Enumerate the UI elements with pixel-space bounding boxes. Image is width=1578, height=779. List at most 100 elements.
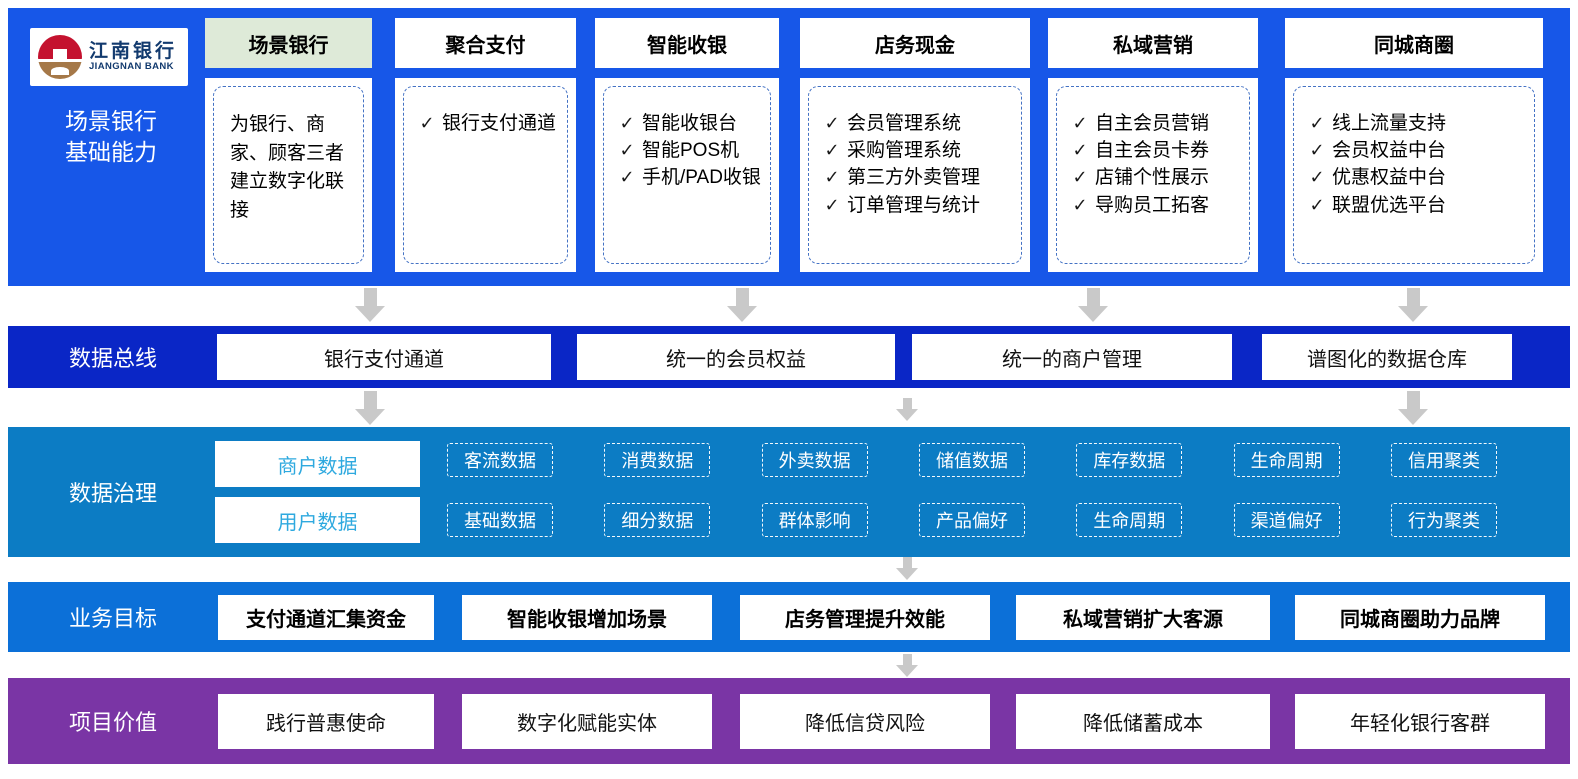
down-arrow-icon <box>355 288 385 322</box>
feature-item-label: 店铺个性展示 <box>1095 167 1210 189</box>
feature-item: ✓ 智能收银台 <box>612 111 764 137</box>
data-bus-box: 银行支付通道 <box>217 334 551 380</box>
down-arrow-icon <box>896 654 918 677</box>
business-goals-band: 业务目标 支付通道汇集资金智能收银增加场景店务管理提升效能私域营销扩大客源同城商… <box>8 582 1570 652</box>
bank-logo-text: 江南银行 JIANGNAN BANK <box>89 42 177 72</box>
business-goal-box: 智能收银增加场景 <box>462 595 712 640</box>
feature-item: ✓ 会员权益中台 <box>1302 138 1528 164</box>
down-arrow-icon <box>355 391 385 425</box>
data-bus-box: 谱图化的数据仓库 <box>1262 334 1512 380</box>
check-icon: ✓ <box>824 194 840 215</box>
capability-label-line1: 场景银行 <box>65 108 157 134</box>
capability-column-3: 智能收银✓智能收银台✓智能POS机✓手机/PAD收银 <box>595 8 779 286</box>
data-tag: 渠道偏好 <box>1233 503 1340 537</box>
down-arrow-icon <box>896 557 918 580</box>
check-icon: ✓ <box>824 167 840 188</box>
data-tag: 生命周期 <box>1233 443 1340 477</box>
bank-emblem-icon <box>38 35 82 79</box>
check-icon: ✓ <box>824 140 840 161</box>
down-arrow-icon <box>1078 288 1108 322</box>
bank-name-en: JIANGNAN BANK <box>89 60 174 72</box>
data-tag: 群体影响 <box>761 503 868 537</box>
feature-item-label: 智能收银台 <box>642 113 738 134</box>
data-tag: 产品偏好 <box>918 503 1025 537</box>
data-tag: 行为聚类 <box>1390 503 1497 537</box>
feature-item-label: 智能POS机 <box>642 140 740 162</box>
check-icon: ✓ <box>1072 113 1088 133</box>
check-icon: ✓ <box>1309 194 1325 215</box>
feature-item-label: 订单管理与统计 <box>847 194 981 216</box>
feature-item-label: 采购管理系统 <box>847 140 962 162</box>
project-value-band: 项目价值 践行普惠使命数字化赋能实体降低信贷风险降低储蓄成本年轻化银行客群 <box>8 678 1570 764</box>
column-header: 场景银行 <box>205 18 372 68</box>
data-group-title: 商户数据 <box>215 441 420 487</box>
project-value-box: 践行普惠使命 <box>218 694 434 749</box>
business-goal-box: 支付通道汇集资金 <box>218 595 434 640</box>
feature-item-label: 银行支付通道 <box>442 113 557 134</box>
capability-section-label: 场景银行 基础能力 <box>28 106 194 168</box>
feature-item: ✓ 自主会员营销 <box>1065 111 1243 137</box>
data-governance-label: 数据治理 <box>68 481 157 506</box>
data-tag: 储值数据 <box>918 443 1025 477</box>
data-tag: 生命周期 <box>1076 503 1183 537</box>
capability-label-line2: 基础能力 <box>65 139 157 166</box>
column-panel: ✓智能收银台✓智能POS机✓手机/PAD收银 <box>595 78 779 272</box>
data-tag-row: 客流数据消费数据外卖数据储值数据库存数据生命周期信用聚类 <box>447 443 1497 477</box>
business-goal-box: 店务管理提升效能 <box>740 595 990 640</box>
feature-item: ✓ 采购管理系统 <box>817 138 1015 164</box>
feature-item: ✓银行支付通道 <box>412 111 561 137</box>
feature-item-label: 会员权益中台 <box>1332 140 1447 162</box>
column-feature-box: ✓ 会员管理系统 ✓ 采购管理系统 ✓ 第三方外卖管理 ✓ 订单管理与统计 <box>808 86 1022 264</box>
column-header: 智能收银 <box>595 18 779 68</box>
column-panel: ✓银行支付通道 <box>395 78 576 272</box>
column-header: 同城商圈 <box>1285 18 1543 68</box>
feature-item-label: 优惠权益中台 <box>1332 167 1447 189</box>
project-value-label: 项目价值 <box>68 710 157 735</box>
column-feature-box: ✓智能收银台✓智能POS机✓手机/PAD收银 <box>603 86 771 264</box>
feature-item-label: 自主会员营销 <box>1095 113 1210 134</box>
check-icon: ✓ <box>824 113 840 133</box>
capability-band: 江南银行 JIANGNAN BANK 场景银行 基础能力 场景银行为银行、商家、… <box>8 8 1570 286</box>
data-bus-box: 统一的商户管理 <box>912 334 1232 380</box>
data-tag: 库存数据 <box>1076 443 1183 477</box>
project-value-box: 降低信贷风险 <box>740 694 990 749</box>
feature-item-label: 会员管理系统 <box>847 113 962 134</box>
feature-item: ✓ 智能POS机 <box>612 138 764 164</box>
feature-item: ✓ 会员管理系统 <box>817 111 1015 137</box>
feature-item-label: 联盟优选平台 <box>1332 194 1447 216</box>
column-feature-box: ✓线上流量支持✓会员权益中台✓优惠权益中台✓联盟优选平台 <box>1293 86 1535 264</box>
project-value-box: 降低储蓄成本 <box>1016 694 1270 749</box>
data-tag: 基础数据 <box>447 503 553 537</box>
feature-item: ✓ 订单管理与统计 <box>817 193 1015 219</box>
feature-item: ✓自主会员卡券 <box>1065 138 1243 164</box>
project-value-box: 数字化赋能实体 <box>462 694 712 749</box>
column-panel: ✓线上流量支持✓会员权益中台✓优惠权益中台✓联盟优选平台 <box>1285 78 1543 272</box>
check-icon: ✓ <box>619 140 635 161</box>
column-feature-box: 为银行、商家、顾客三者建立数字化联接 <box>213 86 364 264</box>
down-arrow-icon <box>1398 288 1428 322</box>
feature-item: ✓ 店铺个性展示 <box>1065 165 1243 191</box>
feature-item-label: 第三方外卖管理 <box>847 167 981 189</box>
check-icon: ✓ <box>1309 140 1325 161</box>
down-arrow-icon <box>896 398 918 421</box>
feature-item-label: 自主会员卡券 <box>1095 140 1210 162</box>
check-icon: ✓ <box>1072 167 1088 188</box>
column-feature-box: ✓银行支付通道 <box>403 86 568 264</box>
capability-column-1: 场景银行为银行、商家、顾客三者建立数字化联接 <box>205 8 372 286</box>
feature-item: ✓ 第三方外卖管理 <box>817 165 1015 191</box>
business-goal-box: 同城商圈助力品牌 <box>1295 595 1545 640</box>
data-tag: 信用聚类 <box>1390 443 1497 477</box>
feature-item: ✓ 联盟优选平台 <box>1302 193 1528 219</box>
feature-item: ✓优惠权益中台 <box>1302 165 1528 191</box>
data-group-title: 用户数据 <box>215 497 420 543</box>
column-header: 店务现金 <box>800 18 1030 68</box>
data-tag: 客流数据 <box>447 443 553 477</box>
check-icon: ✓ <box>1072 194 1088 215</box>
feature-text: 为银行、商家、顾客三者建立数字化联接 <box>230 114 345 221</box>
check-icon: ✓ <box>619 113 635 133</box>
data-bus-band: 数据总线 银行支付通道统一的会员权益统一的商户管理谱图化的数据仓库 <box>8 326 1570 388</box>
capability-column-4: 店务现金 ✓ 会员管理系统 ✓ 采购管理系统 ✓ 第三方外卖管理 ✓ 订单管理与统计 <box>800 8 1030 286</box>
data-tag: 消费数据 <box>604 443 711 477</box>
feature-item-label: 手机/PAD收银 <box>642 167 761 189</box>
